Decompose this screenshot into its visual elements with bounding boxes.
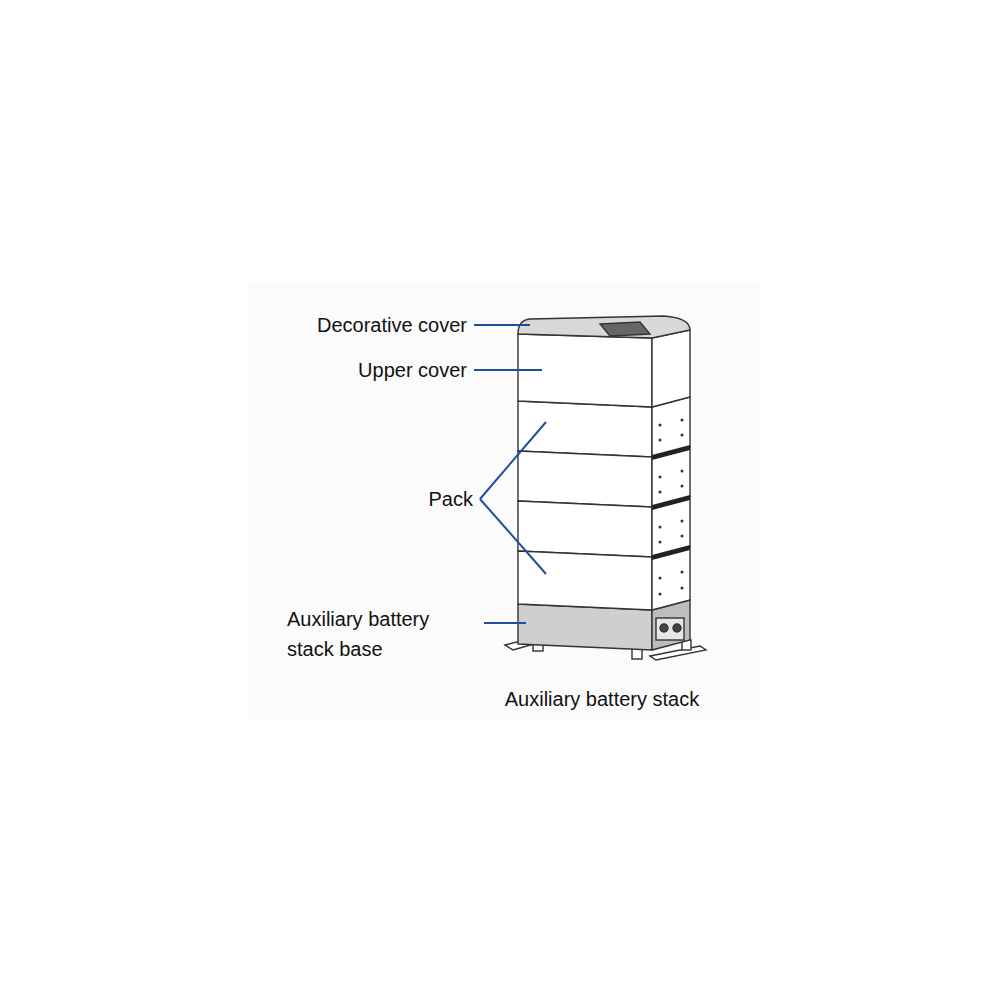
leader-lines bbox=[474, 325, 546, 623]
pack-seams bbox=[652, 445, 690, 560]
part-label: Decorative cover bbox=[317, 310, 467, 340]
part-label: Pack bbox=[429, 484, 473, 514]
upper-cover bbox=[518, 330, 690, 407]
part-label: Auxiliary battery stack base bbox=[287, 604, 467, 664]
packs bbox=[518, 397, 690, 610]
figure-caption-label: Auxiliary battery stack bbox=[505, 684, 700, 714]
figure-ground bbox=[248, 282, 760, 720]
decorative-cover bbox=[518, 316, 690, 338]
part-label: Upper cover bbox=[358, 355, 467, 385]
